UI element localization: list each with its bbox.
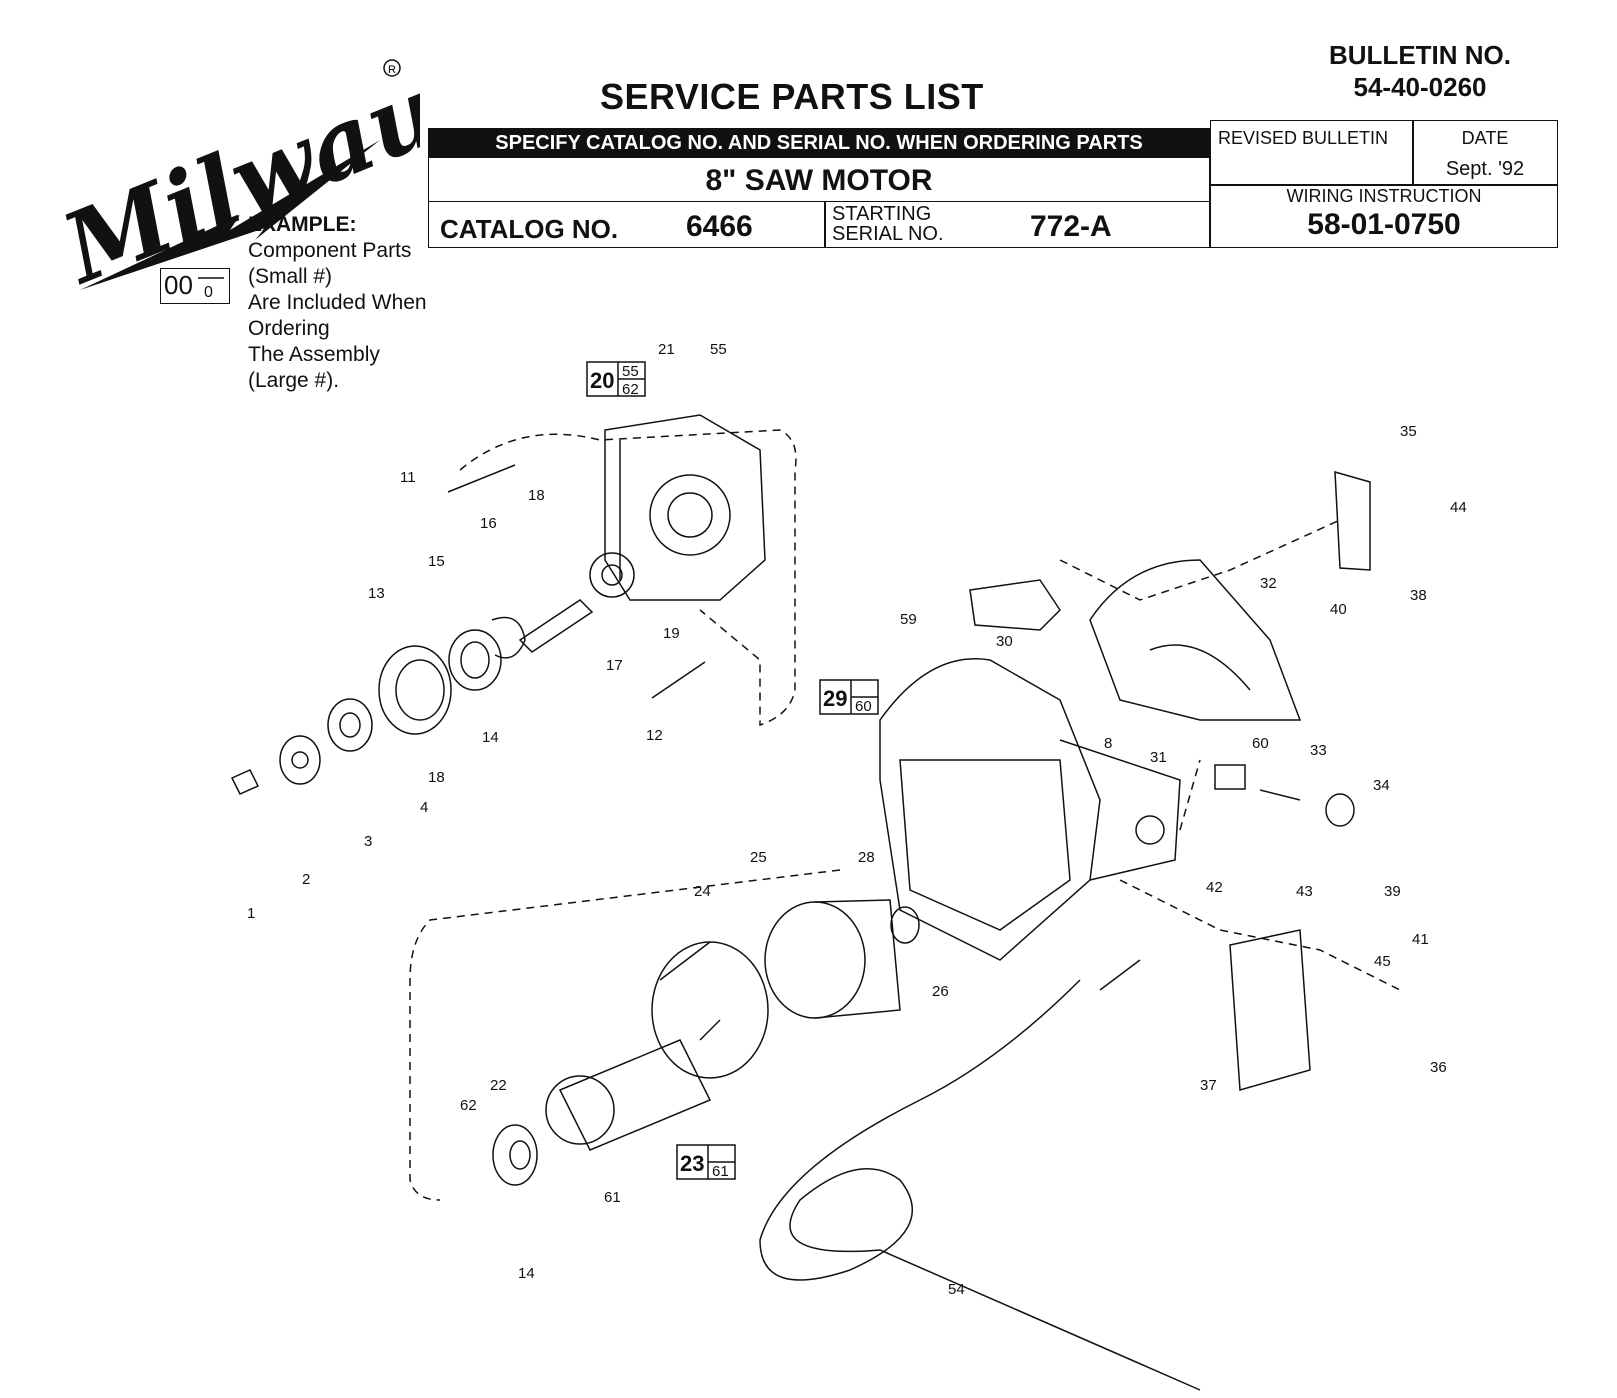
catalog-number: 6466 <box>686 210 753 243</box>
callout: 26 <box>932 983 949 1000</box>
page-title: SERVICE PARTS LIST <box>600 76 984 117</box>
divider <box>1210 184 1558 186</box>
date-value: Sept. '92 <box>1445 158 1525 180</box>
milwaukee-logo: Milwaukee R <box>45 40 420 300</box>
bulletin-number: 54-40-0260 <box>1353 72 1487 102</box>
callout: 54 <box>948 1281 965 1298</box>
example-small-number: 0 <box>204 284 213 301</box>
callout: 42 <box>1206 879 1223 896</box>
wiring-number: 58-01-0750 <box>1307 208 1461 241</box>
callout: 1 <box>247 905 255 922</box>
callout: 35 <box>1400 423 1417 440</box>
divider <box>824 202 826 248</box>
callout: 14 <box>518 1265 535 1282</box>
assembly-number: 20 <box>590 368 614 393</box>
callout: 19 <box>663 625 680 642</box>
callout: 18 <box>528 487 545 504</box>
callout: 61 <box>604 1189 621 1206</box>
svg-text:R: R <box>388 64 396 76</box>
callout: 13 <box>368 585 385 602</box>
callout: 2 <box>302 871 310 888</box>
callout: 28 <box>858 849 875 866</box>
assembly-component: 55 <box>622 363 639 380</box>
callout: 33 <box>1310 742 1327 759</box>
callout: 36 <box>1430 1059 1447 1076</box>
date-label: DATE <box>1461 128 1509 148</box>
callout: 16 <box>480 515 497 532</box>
callout: 55 <box>710 341 727 358</box>
callout: 40 <box>1330 601 1347 618</box>
callout: 22 <box>490 1077 507 1094</box>
callout: 37 <box>1200 1077 1217 1094</box>
callout: 39 <box>1384 883 1401 900</box>
callout: 62 <box>460 1097 477 1114</box>
callout: 31 <box>1150 749 1167 766</box>
callout: 45 <box>1374 953 1391 970</box>
divider <box>1412 120 1414 184</box>
callout: 18 <box>428 769 445 786</box>
callout: 14 <box>482 729 499 746</box>
callout: 24 <box>694 883 711 900</box>
callout: 3 <box>364 833 372 850</box>
callout: 38 <box>1410 587 1427 604</box>
callout: 4 <box>420 799 428 816</box>
assembly-component: 60 <box>855 698 872 715</box>
callout: 17 <box>606 657 623 674</box>
example-legend: EXAMPLE: Component Parts (Small #) Are I… <box>248 213 427 392</box>
callout: 34 <box>1373 777 1390 794</box>
divider <box>198 277 224 279</box>
assembly-component: 61 <box>712 1163 729 1180</box>
catalog-label: CATALOG NO. <box>440 214 619 244</box>
assembly-number: 23 <box>680 1151 704 1176</box>
callout: 11 <box>400 469 416 486</box>
example-large-number: 00 <box>164 270 193 300</box>
end-housing <box>604 414 766 601</box>
callout: 30 <box>996 633 1013 650</box>
bulletin-label: BULLETIN NO. <box>1329 40 1511 70</box>
example-box <box>160 268 230 304</box>
serial-label: STARTING SERIAL NO. <box>832 203 944 245</box>
specify-notice: SPECIFY CATALOG NO. AND SERIAL NO. WHEN … <box>428 128 1210 158</box>
callout: 15 <box>428 553 445 570</box>
serial-number: 772-A <box>1030 210 1112 243</box>
callout: 44 <box>1450 499 1467 516</box>
callout: 25 <box>750 849 767 866</box>
assembly-component: 62 <box>622 381 639 398</box>
callout: 41 <box>1412 931 1429 948</box>
revised-bulletin-label: REVISED BULLETIN <box>1218 128 1389 148</box>
assembly-number: 29 <box>823 686 847 711</box>
callout: 8 <box>1104 735 1112 752</box>
product-name: 8" SAW MOTOR <box>428 160 1210 202</box>
callout: 12 <box>646 727 663 744</box>
field-housing <box>879 658 1101 961</box>
callout: 59 <box>900 611 917 628</box>
callout: 60 <box>1252 735 1269 752</box>
wiring-label: WIRING INSTRUCTION <box>1286 186 1482 206</box>
callout: 43 <box>1296 883 1313 900</box>
callout: 21 <box>658 341 675 358</box>
callout: 32 <box>1260 575 1277 592</box>
